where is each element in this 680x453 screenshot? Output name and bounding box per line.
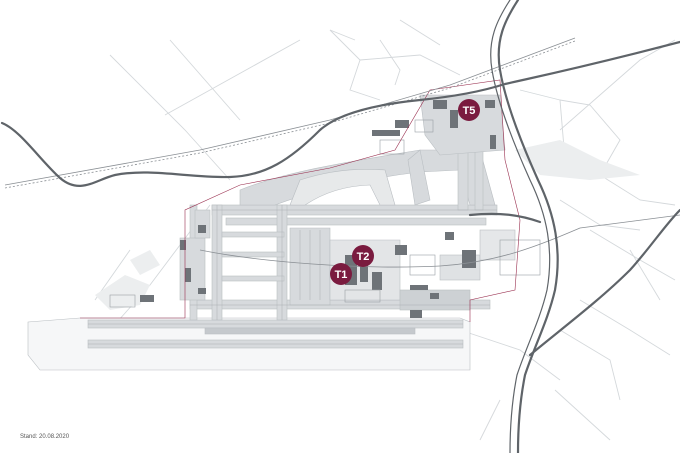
building-outlines <box>109 119 541 308</box>
highway-se <box>528 208 680 357</box>
highway-ns <box>497 0 559 453</box>
circle-marker-icon <box>352 245 374 267</box>
terminal-marker-t2[interactable]: T2 <box>352 245 374 267</box>
terminal-marker-t1[interactable]: T1 <box>330 263 352 285</box>
terminal-label-t1: T1 <box>335 269 348 281</box>
terminal-label-t5: T5 <box>463 105 476 117</box>
terminal-marker-t5[interactable]: T5 <box>458 99 480 121</box>
circle-marker-icon <box>330 263 352 285</box>
map-date-note: Stand: 20.08.2020 <box>20 434 70 440</box>
t5-apron <box>419 94 506 156</box>
taxiway-markings <box>88 205 497 345</box>
terminal-label-t2: T2 <box>357 251 370 263</box>
airport-boundary <box>80 79 521 322</box>
circle-marker-icon <box>458 99 480 121</box>
highway-west <box>0 40 680 187</box>
shaded-fields <box>95 140 640 310</box>
